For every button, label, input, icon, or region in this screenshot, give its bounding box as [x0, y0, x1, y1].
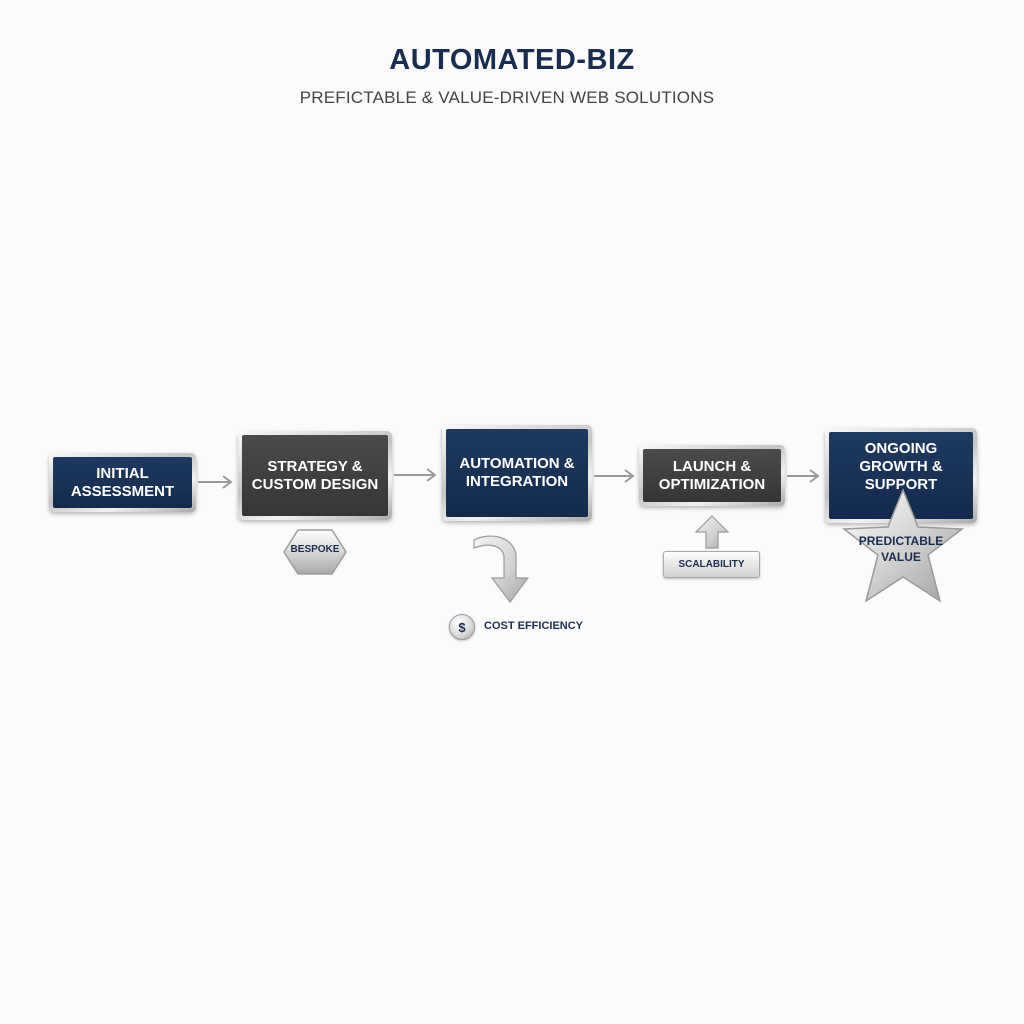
- bespoke-label: BESPOKE: [290, 544, 340, 555]
- step-launch-optimization-label: LAUNCH & OPTIMIZATION: [643, 449, 781, 502]
- step-ongoing-growth-support-label: ONGOING GROWTH & SUPPORT: [829, 432, 973, 519]
- up-arrow-icon: [694, 515, 730, 549]
- page-title: AUTOMATED-BIZ: [389, 44, 635, 76]
- step-ongoing-growth-support: ONGOING GROWTH & SUPPORT: [825, 428, 977, 523]
- step-initial-assessment: INITIAL ASSESSMENT: [49, 453, 196, 512]
- curved-down-arrow-icon: [473, 535, 530, 603]
- arrow-right-icon: [594, 469, 635, 483]
- hexagon-badge-icon: [283, 529, 347, 575]
- step-launch-optimization: LAUNCH & OPTIMIZATION: [639, 445, 785, 506]
- arrow-right-icon: [394, 468, 437, 482]
- scalability-label: SCALABILITY: [663, 551, 760, 578]
- step-strategy-custom-design-label: STRATEGY & CUSTOM DESIGN: [242, 435, 388, 516]
- dollar-coin-icon: $: [449, 614, 475, 640]
- arrow-right-icon: [198, 475, 233, 489]
- cost-efficiency-label: COST EFFICIENCY: [484, 620, 584, 632]
- step-automation-integration-label: AUTOMATION & INTEGRATION: [446, 429, 588, 517]
- arrow-right-icon: [787, 469, 820, 483]
- step-initial-assessment-label: INITIAL ASSESSMENT: [53, 457, 192, 508]
- predictable-value-label: PREDICTABLE VALUE: [858, 534, 944, 564]
- page-subtitle: PREFICTABLE & VALUE-DRIVEN WEB SOLUTIONS: [299, 88, 715, 107]
- step-strategy-custom-design: STRATEGY & CUSTOM DESIGN: [238, 431, 392, 520]
- step-automation-integration: AUTOMATION & INTEGRATION: [442, 425, 592, 521]
- star-icon: [841, 488, 965, 603]
